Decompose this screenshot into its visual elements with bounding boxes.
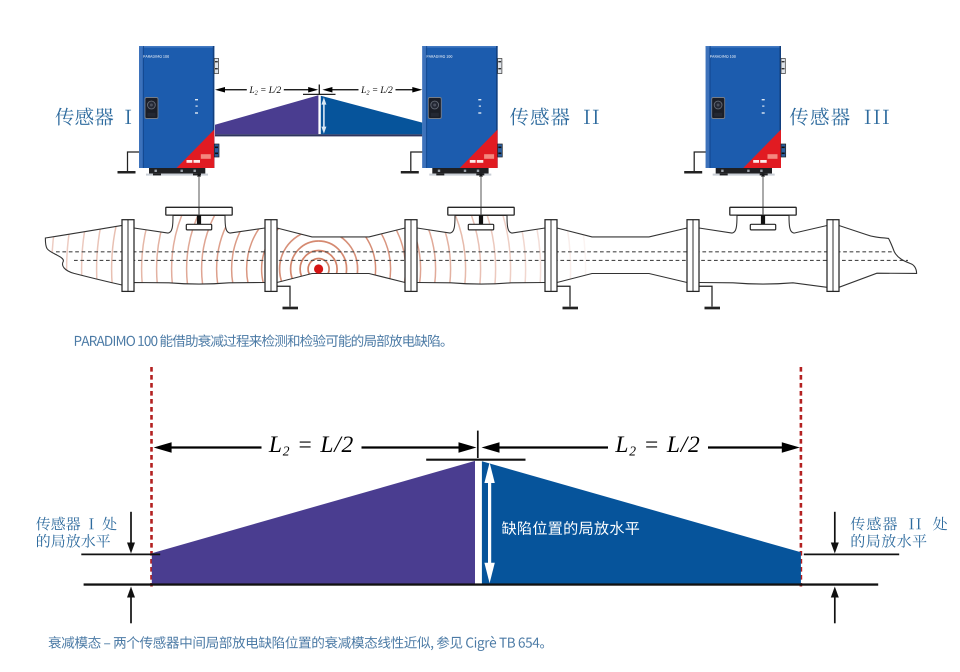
svg-text:L2 = L/2: L2 = L/2 [360,86,393,97]
svg-text:L2 = L/2: L2 = L/2 [614,432,700,458]
svg-text:L2 = L/2: L2 = L/2 [248,86,281,97]
svg-text:L2 = L/2: L2 = L/2 [268,432,354,458]
